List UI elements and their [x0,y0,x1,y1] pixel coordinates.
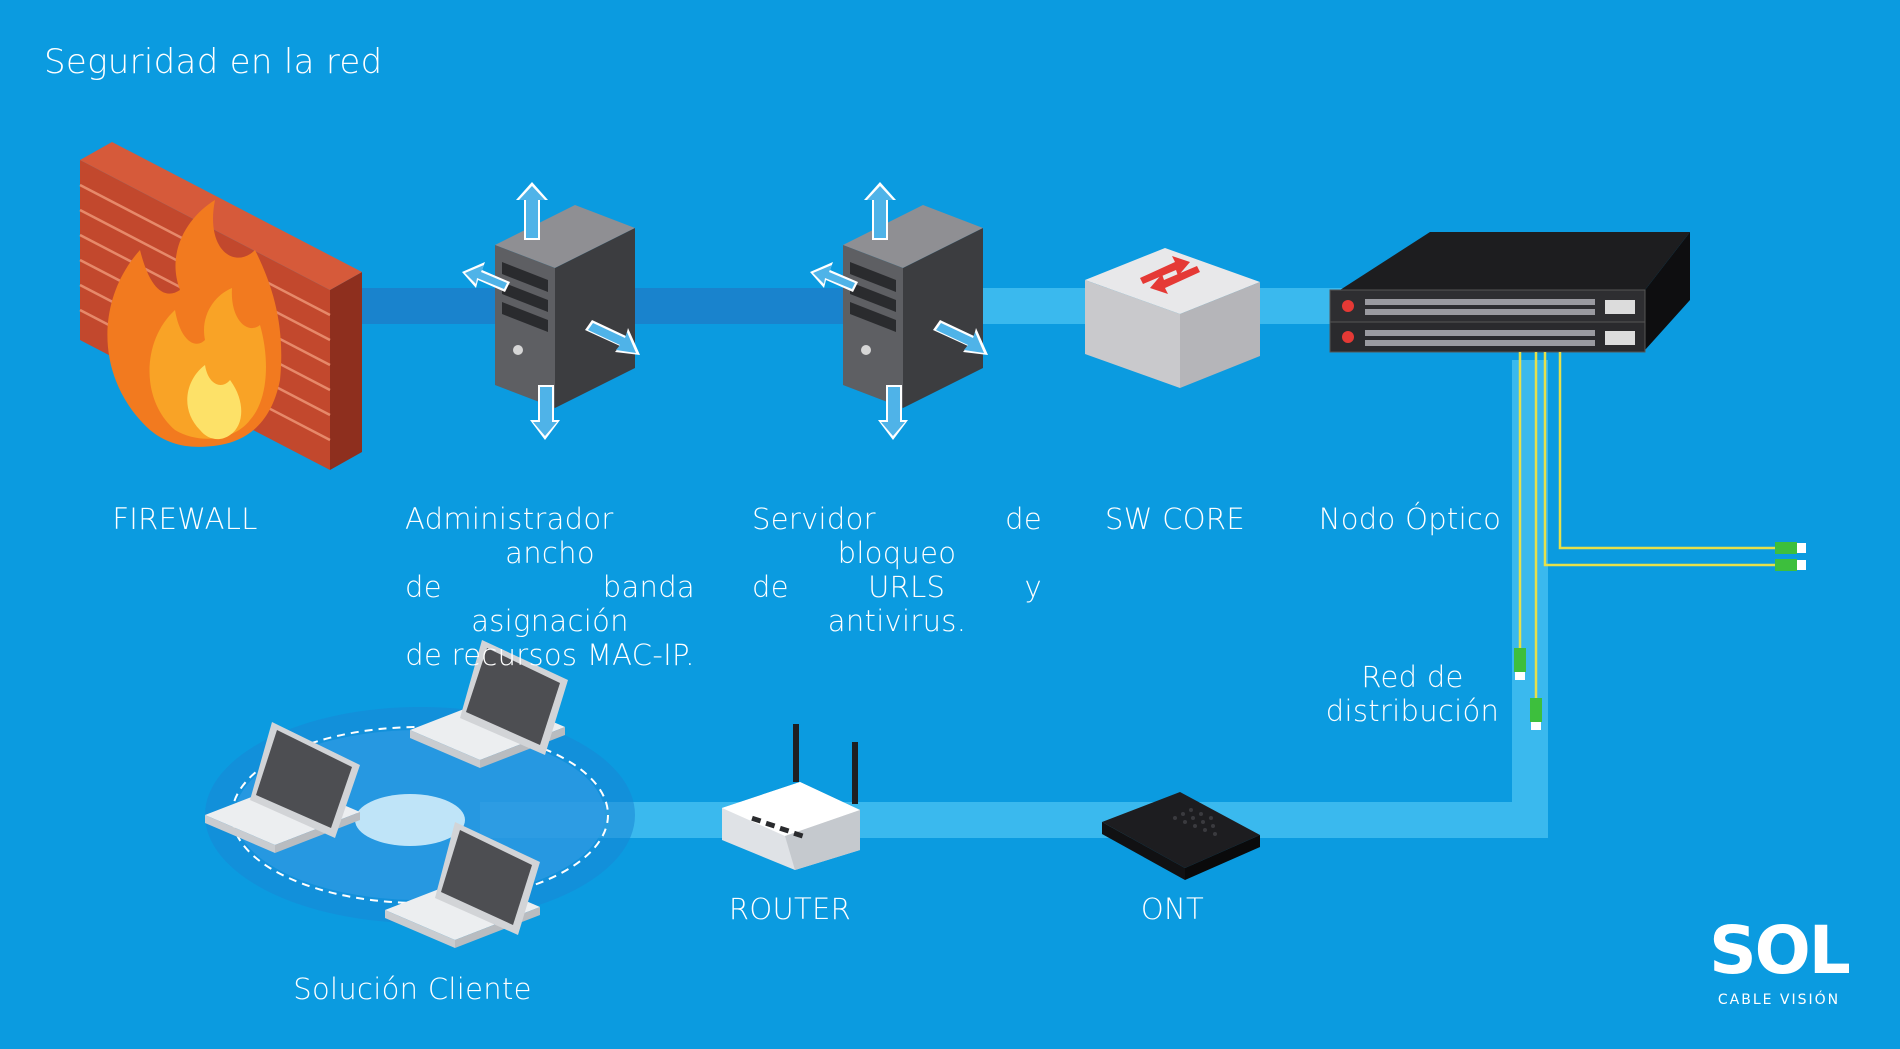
url-antivirus-server-icon [810,182,988,440]
bandwidth-manager-label-line: Administrador ancho [405,502,614,570]
sw-core-label: SW CORE [1105,502,1245,536]
url-blocker-label-line: de URLS y antivirus. [752,570,1042,638]
bandwidth-manager-label-line: de banda asignación [405,570,695,638]
brand-logo: SOL CABLE VISIÓN [1704,916,1854,1016]
ont-icon [1102,792,1260,880]
optical-node-label: Nodo Óptico [1318,502,1502,536]
laptop-icon [205,722,360,853]
distribution-label: Red de distribución [1320,660,1505,728]
laptop-icon [385,822,540,948]
url-blocker-label: Servidor de bloqueo de URLS y antivirus. [752,502,1042,638]
url-blocker-label-line: Servidor de bloqueo [752,502,1042,570]
router-label: ROUTER [728,892,852,926]
logo-tagline: CABLE VISIÓN [1717,992,1841,1008]
fiber-connector-icon [1514,542,1806,730]
router-icon [722,724,860,870]
firewall-icon [79,142,362,470]
bandwidth-manager-label-line: de recursos MAC-IP. [405,638,695,672]
bandwidth-manager-label: Administrador ancho de banda asignación … [405,502,695,672]
laptop-icon [410,640,568,768]
distribution-label-line: Red de [1361,660,1464,694]
logo-wordmark: SOL [1709,912,1851,989]
client-label: Solución Cliente [293,972,532,1006]
page-title: Seguridad en la red [44,42,383,82]
bandwidth-server-icon [462,182,640,440]
sw-core-icon [1085,248,1260,388]
distribution-label-line: distribución [1325,694,1500,728]
optical-node-icon [1329,232,1690,353]
fiber-cables [1518,352,1775,700]
ont-label: ONT [1140,892,1205,926]
firewall-label: FIREWALL [112,502,258,536]
